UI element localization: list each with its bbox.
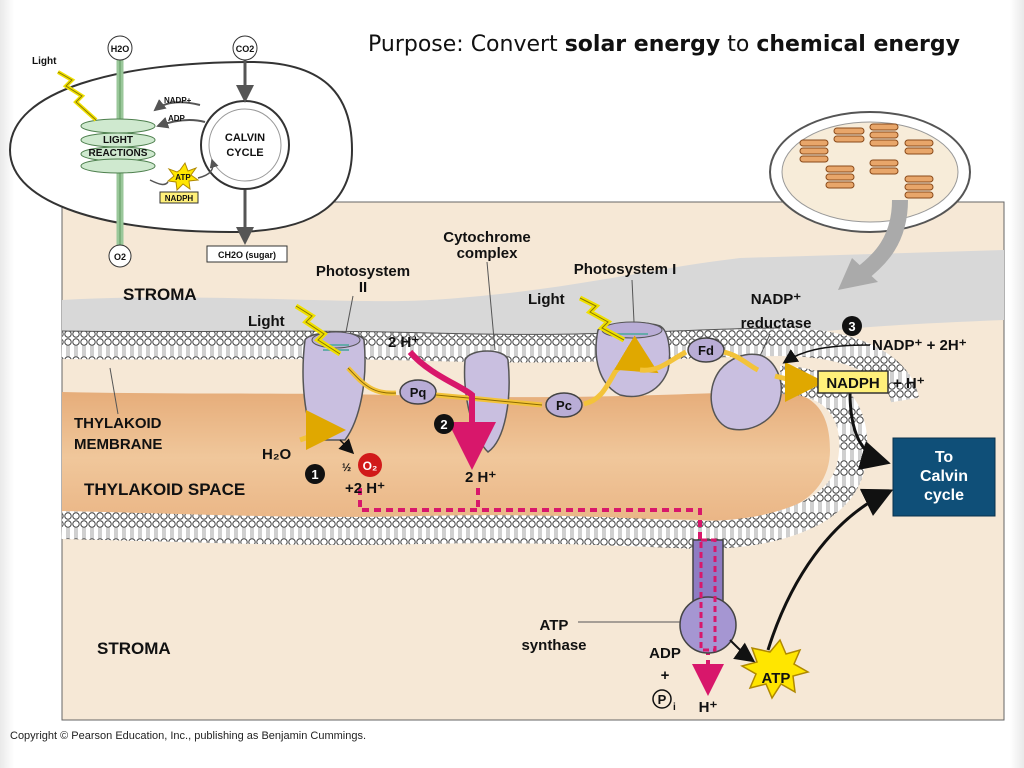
overview-co2: CO2 [236,44,255,54]
svg-text:cycle: cycle [924,487,964,504]
overview-atp: ATP [175,173,191,182]
two-h-top: 2 H⁺ [388,334,419,351]
step-1: 1 [305,464,325,484]
carrier-pc: Pc [545,392,583,418]
copyright: Copyright © Pearson Education, Inc., pub… [10,730,367,742]
plus-2h-label: +2 H⁺ [345,480,385,497]
chloroplast-illustration [769,111,971,290]
h-plus-out-label: H⁺ [699,699,718,716]
overview-o2: O2 [114,252,126,262]
lower-membrane [61,511,701,549]
overview-chloroplast: H2O O2 LIGHT REACTIONS CALVIN CYCLE CO2 … [8,35,354,268]
overview-calvin-1: CALVIN [225,132,265,144]
carrier-fd: Fd [687,337,725,363]
svg-text:NADPH: NADPH [826,375,879,392]
overview-adp: ADP [168,114,186,123]
overview-h2o: H2O [111,44,130,54]
overview-light-reactions-2: REACTIONS [89,148,148,159]
plus-h: + H⁺ [893,375,925,392]
atp-star: ATP [729,638,810,700]
stroma-top-label: STROMA [123,285,197,304]
nadp-reductase-label-1: NADP⁺ [751,291,802,308]
nadp-reaction: NADP⁺ + 2H⁺ [872,337,967,354]
thylakoid-membrane-label-1: THYLAKOID [74,415,162,432]
step-2: 2 [434,414,454,434]
h2o-label: H₂O [262,446,291,463]
thylakoid-space [62,392,830,524]
svg-text:P: P [658,692,667,707]
o2-badge: O₂ [358,453,382,477]
upper-membrane [61,327,919,404]
thylakoid-membrane-label-2: MEMBRANE [74,436,162,453]
nadp-reductase: NADP⁺ reductase [710,291,812,431]
svg-text:i: i [673,702,676,713]
light-label-1: Light [248,313,285,330]
photosystem-i-label: Photosystem I [574,261,677,278]
overview-light: Light [32,56,57,67]
stroma-bottom-label: STROMA [97,639,171,658]
phosphate-label: P i [652,689,676,713]
svg-text:2: 2 [440,417,447,432]
thylakoid-space-label: THYLAKOID SPACE [84,480,245,499]
svg-text:ATP: ATP [762,670,791,687]
carrier-pq: Pq [399,379,437,405]
svg-text:Fd: Fd [698,343,714,358]
atp-synthase-label-1: ATP [540,617,569,634]
plus-label: + [661,667,670,684]
half-label: ½ [342,462,351,474]
svg-text:Calvin: Calvin [920,468,968,485]
svg-text:Pc: Pc [556,398,572,413]
svg-text:3: 3 [848,319,855,334]
two-h-mid: 2 H⁺ [465,469,496,486]
svg-text:Pq: Pq [410,385,427,400]
slide-title: Purpose: Convert solar energy to chemica… [368,32,960,57]
to-calvin-cycle-box: To Calvin cycle [892,437,996,517]
overview-sugar: CH2O (sugar) [218,250,276,260]
svg-text:To: To [935,449,954,466]
svg-text:1: 1 [311,467,318,482]
overview-calvin-2: CYCLE [226,147,263,159]
adp-label: ADP [649,645,681,662]
nadph-box: NADPH + H⁺ [817,370,925,394]
cytochrome-label-1: Cytochrome [443,229,531,246]
atp-synthase: ATP synthase [521,538,737,654]
step-3: 3 [842,316,862,336]
photosystem-ii-label-2: II [359,279,367,296]
svg-text:O₂: O₂ [363,459,378,473]
overview-light-reactions-1: LIGHT [103,135,133,146]
cytochrome-label-2: complex [457,245,519,262]
overview-nadp: NADP+ [164,96,192,105]
nadp-reductase-label-2: reductase [741,315,812,332]
light-label-2: Light [528,291,565,308]
atp-synthase-label-2: synthase [521,637,586,654]
overview-nadph: NADPH [165,194,194,203]
photosystem-ii-label-1: Photosystem [316,263,410,280]
